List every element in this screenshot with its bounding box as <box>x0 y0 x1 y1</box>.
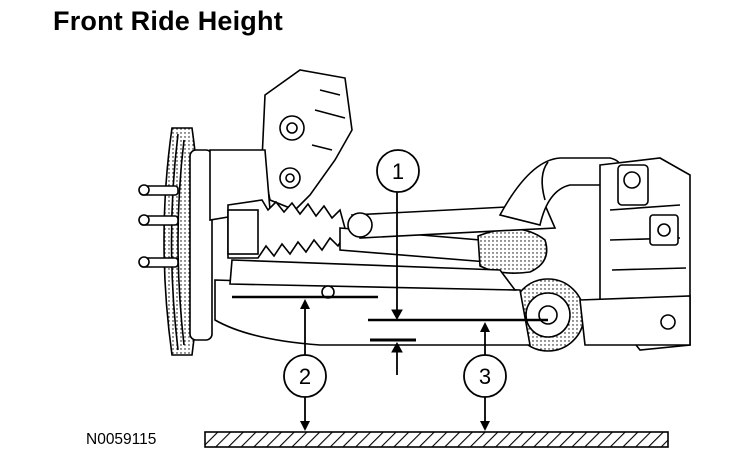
lower-control-arm <box>214 259 531 346</box>
callout-2: 2 <box>283 299 327 431</box>
cv-axle-boot <box>227 199 347 259</box>
figure-id: N0059115 <box>86 431 157 448</box>
ground-reference <box>204 431 669 448</box>
steering-knuckle <box>209 69 353 221</box>
callout-1-number: 1 <box>392 159 404 184</box>
wheel-studs <box>138 184 179 268</box>
ride-height-gauge <box>370 190 416 375</box>
frame-rail <box>579 295 691 346</box>
callout-1: 1 <box>376 149 420 193</box>
callout-3-number: 3 <box>479 364 491 389</box>
page-title: Front Ride Height <box>53 6 283 36</box>
lower-arm-bushing <box>511 278 585 352</box>
brake-rotor <box>163 127 213 356</box>
callout-2-number: 2 <box>299 364 311 389</box>
callout-3: 3 <box>463 322 507 431</box>
